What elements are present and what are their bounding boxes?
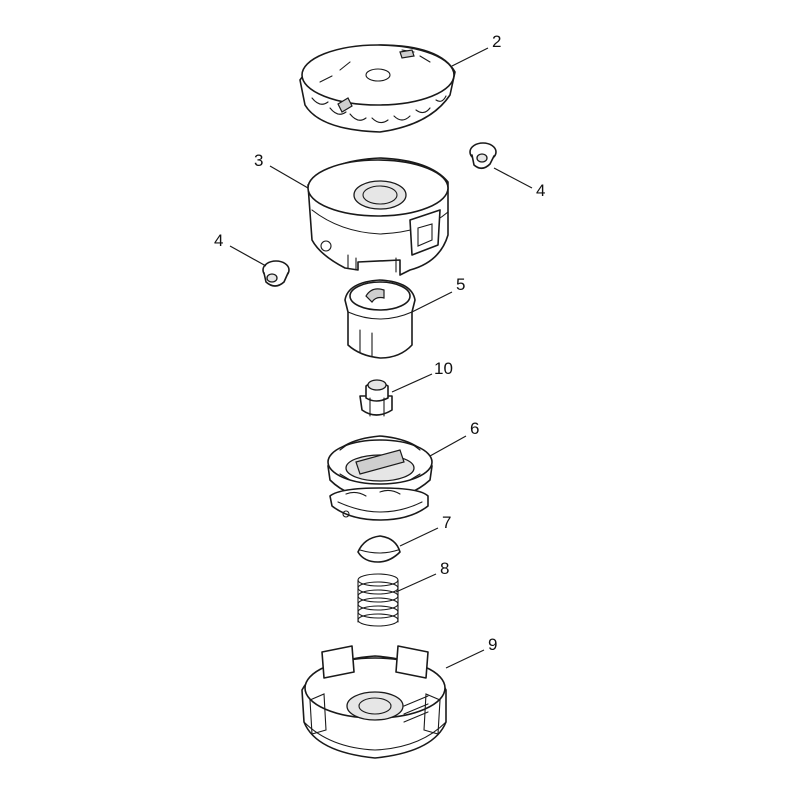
leader-9 bbox=[445, 649, 485, 669]
callout-labels: 2 3 4 4 5 10 6 7 8 9 bbox=[214, 32, 545, 654]
part-4-eyelet-left bbox=[262, 260, 290, 287]
callout-4-left: 4 bbox=[214, 231, 223, 250]
leader-lines bbox=[229, 47, 533, 669]
callout-9: 9 bbox=[488, 635, 497, 654]
callout-5: 5 bbox=[456, 275, 465, 294]
part-8-spring bbox=[357, 573, 399, 627]
part-7-cap bbox=[357, 535, 401, 563]
callout-3: 3 bbox=[254, 151, 263, 170]
callout-8: 8 bbox=[440, 559, 449, 578]
callout-6: 6 bbox=[470, 419, 479, 438]
leader-10 bbox=[391, 373, 433, 393]
part-9-base bbox=[301, 645, 447, 759]
leader-4-right bbox=[493, 167, 533, 189]
part-4-eyelet-right bbox=[469, 142, 497, 170]
leader-7 bbox=[399, 527, 439, 547]
leader-2 bbox=[451, 47, 489, 67]
part-6-spool bbox=[327, 435, 433, 521]
leader-5 bbox=[411, 291, 453, 313]
callout-7: 7 bbox=[442, 513, 451, 532]
part-10-nut bbox=[359, 379, 393, 417]
part-2-cover-knob bbox=[299, 44, 456, 133]
callout-2: 2 bbox=[492, 32, 501, 51]
leader-8 bbox=[395, 573, 437, 593]
leader-6 bbox=[429, 435, 467, 457]
callout-4-right: 4 bbox=[536, 181, 545, 200]
part-5-adapter bbox=[344, 279, 416, 359]
leader-3 bbox=[269, 165, 309, 189]
callout-10: 10 bbox=[434, 359, 453, 378]
leader-4-left bbox=[229, 245, 267, 267]
part-3-housing bbox=[307, 157, 449, 276]
